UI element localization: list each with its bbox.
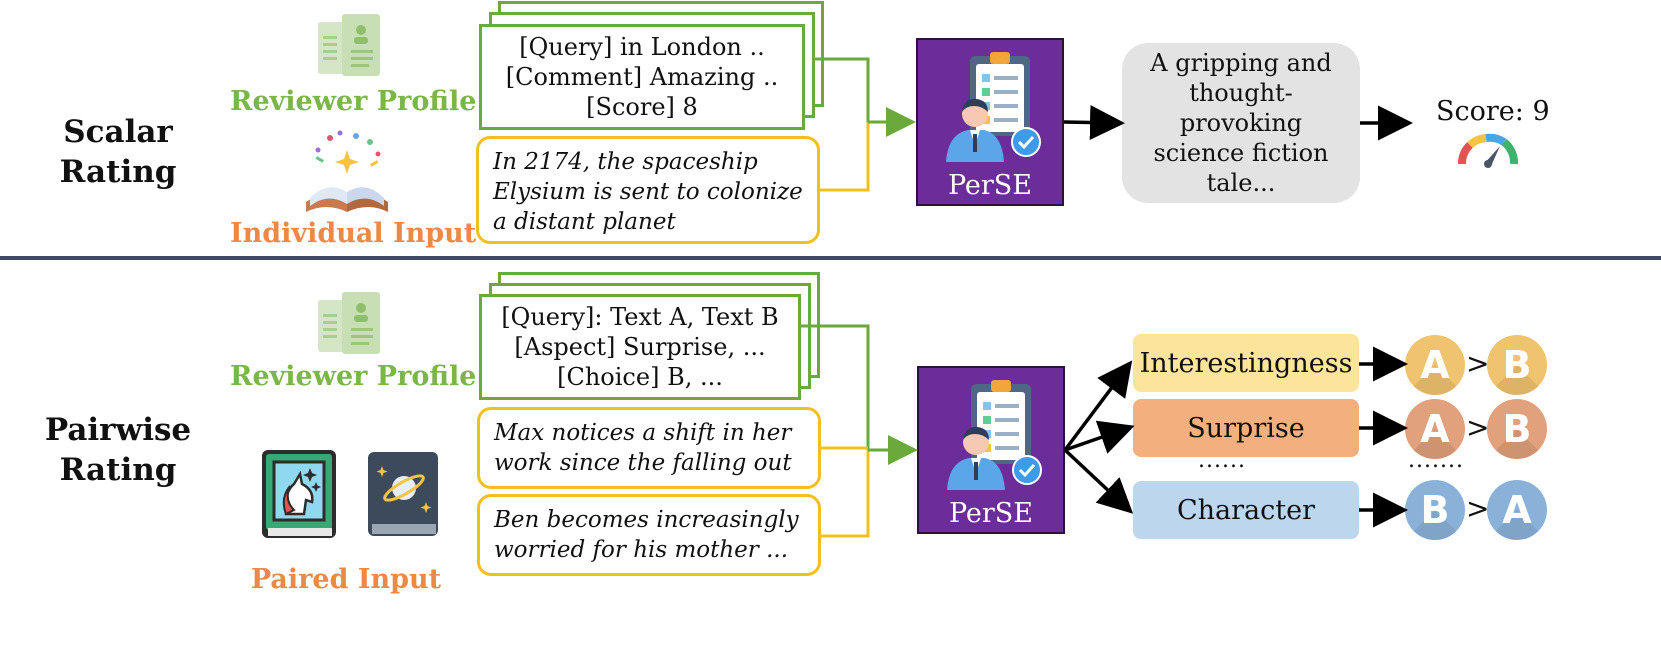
perse-model-top: PerSE — [916, 38, 1064, 206]
pairwise-profile-card: [Query]: Text A, Text B [Aspect] Surpris… — [479, 294, 801, 400]
perse-label-top: PerSE — [947, 170, 1033, 201]
text-a-input: Max notices a shift in her work since th… — [477, 407, 821, 506]
perse-model-bottom: PerSE — [917, 366, 1065, 534]
pairwise-title-line1: Pairwise — [44, 412, 192, 448]
aspect-label: Surprise — [1187, 412, 1305, 444]
badge-letter: B — [1420, 488, 1450, 532]
choice-badge-first: A — [1405, 335, 1465, 395]
badge-letter: A — [1420, 407, 1450, 451]
scalar-title-line1: Scalar — [63, 114, 173, 150]
aspect-interestingness: Interestingness — [1133, 334, 1359, 392]
scalar-profile-card: [Query] in London .. [Comment] Amazing .… — [479, 24, 805, 130]
badge-letter: B — [1502, 407, 1532, 451]
perse-label-bottom: PerSE — [948, 498, 1034, 529]
greater-than-symbol: > — [1466, 347, 1490, 380]
reviewer-profile-icon — [318, 292, 380, 354]
text-b-content: Ben becomes increasingly worried for his… — [494, 507, 799, 563]
aspect-label: Interestingness — [1139, 347, 1353, 379]
choice-badge-second: A — [1487, 480, 1547, 540]
choice-badge-second: B — [1487, 399, 1547, 459]
badge-letter: A — [1420, 343, 1450, 387]
aspect-ellipsis: ...... — [1198, 448, 1246, 473]
aspect-surprise: Surprise — [1133, 399, 1359, 457]
aspect-character: Character — [1133, 481, 1359, 539]
generated-comment-box: A gripping and thought-provoking science… — [1122, 43, 1360, 203]
scalar-text-input: In 2174, the spaceship Elysium is sent t… — [476, 136, 820, 244]
text-b-input: Ben becomes increasingly worried for his… — [477, 494, 821, 576]
choice-badge-first: A — [1405, 399, 1465, 459]
scalar-card-line3: [Score] 8 — [586, 93, 698, 121]
choice-badge-first: B — [1405, 480, 1465, 540]
badge-ellipsis: ....... — [1408, 448, 1464, 473]
reviewer-profile-icon — [318, 14, 380, 76]
choice-badge-second: B — [1487, 335, 1547, 395]
badge-letter: B — [1502, 343, 1532, 387]
badge-letter: A — [1502, 488, 1532, 532]
greater-than-symbol: > — [1466, 492, 1490, 525]
paired-input-label: Paired Input — [250, 564, 442, 595]
scalar-profile-label: Reviewer Profile — [230, 86, 477, 117]
evaluator-icon — [946, 52, 1041, 162]
greater-than-symbol: > — [1466, 411, 1490, 444]
pairwise-profile-label: Reviewer Profile — [230, 361, 477, 392]
score-label: Score: 9 — [1436, 96, 1550, 127]
pairwise-title-line2: Rating — [59, 452, 177, 488]
score-gauge-icon — [1457, 133, 1519, 168]
unicorn-book-icon — [262, 450, 336, 538]
section-divider — [0, 256, 1661, 260]
open-book-icon — [306, 130, 388, 212]
scalar-rating-title: Scalar Rating — [28, 112, 208, 192]
generated-comment-text: A gripping and thought-provoking science… — [1150, 49, 1332, 197]
aspect-label: Character — [1176, 494, 1315, 526]
scalar-card-line1: [Query] in London .. — [519, 33, 765, 61]
top-connectors — [815, 57, 1413, 192]
pairwise-rating-title: Pairwise Rating — [28, 410, 208, 490]
individual-input-label: Individual Input — [230, 218, 477, 249]
evaluator-icon — [947, 380, 1042, 490]
scalar-title-line2: Rating — [59, 154, 177, 190]
scalar-text-input-content: In 2174, the spaceship Elysium is sent t… — [493, 149, 803, 235]
pairwise-card-line2: [Aspect] Surprise, ... — [514, 333, 766, 361]
scalar-card-line2: [Comment] Amazing .. — [505, 63, 779, 91]
bottom-connectors — [801, 324, 1408, 538]
planet-book-icon — [368, 452, 438, 536]
pairwise-card-line3: [Choice] B, ... — [557, 363, 723, 391]
pairwise-card-line1: [Query]: Text A, Text B — [501, 303, 779, 331]
text-a-content: Max notices a shift in her work since th… — [494, 420, 792, 506]
